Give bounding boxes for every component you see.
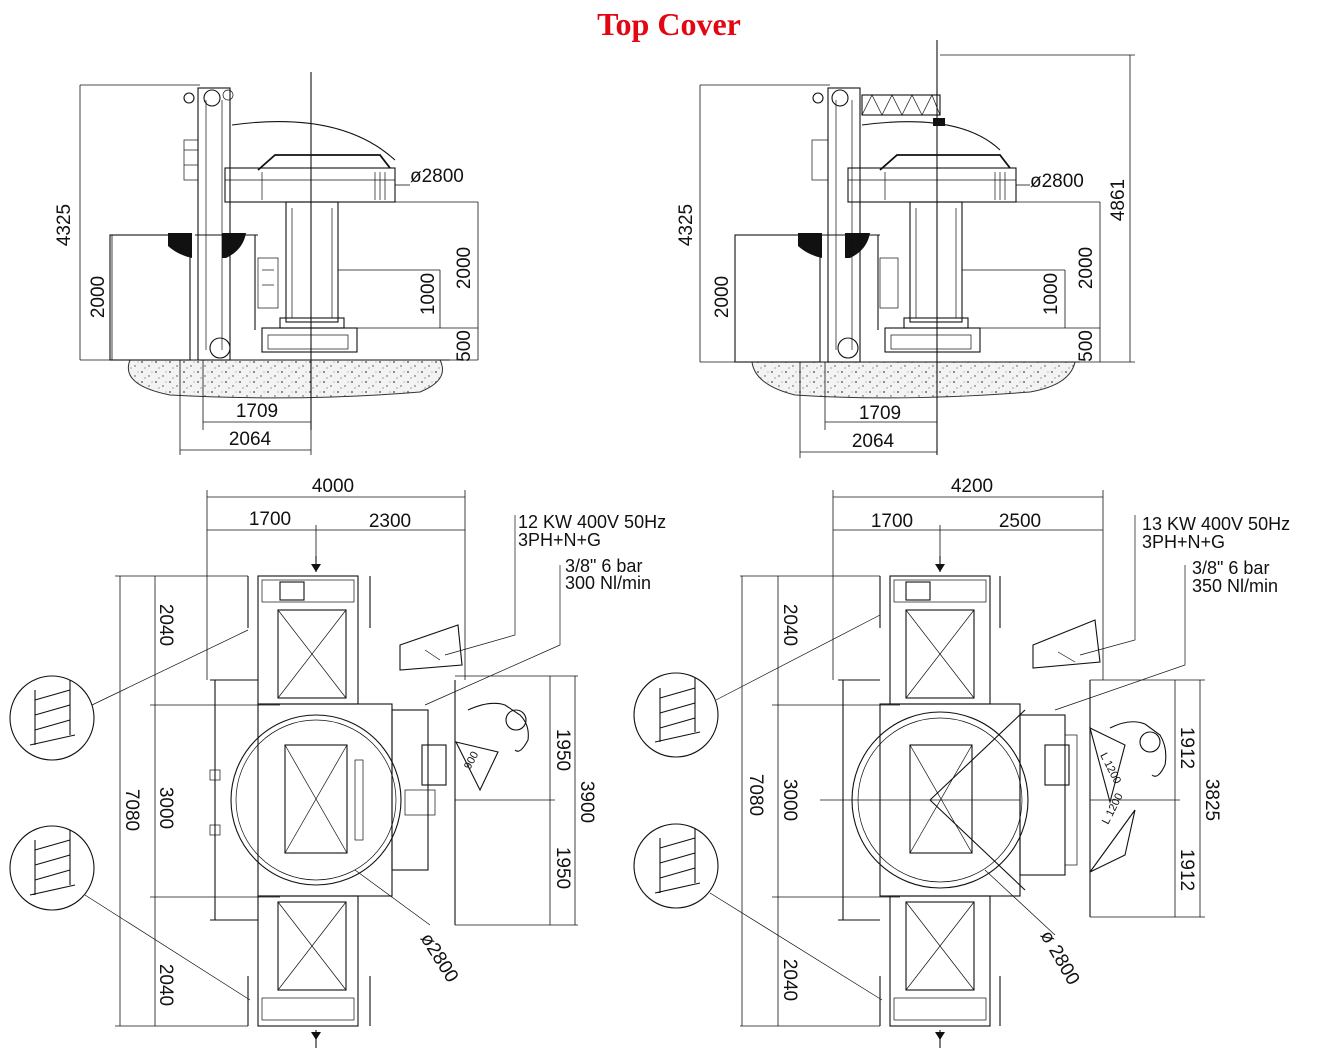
cover-arc: [861, 121, 1001, 151]
rack-detail-top: [633, 672, 719, 758]
diameter-label: ø2800: [410, 166, 464, 187]
diameter-label: ø2800: [1030, 171, 1084, 192]
len-mid-label: 3000: [779, 779, 800, 821]
air-spec-line1: 3/8" 6 bar: [1192, 558, 1269, 578]
air-spec-line2: 300 Nl/min: [565, 573, 651, 593]
top-cover: [257, 154, 391, 171]
power-spec-line1: 13 KW 400V 50Hz: [1142, 514, 1290, 534]
width-total-label: 4000: [312, 476, 354, 497]
height-column-label: 2000: [712, 276, 733, 318]
rack-detail-bottom: [633, 823, 719, 909]
height-column-label: 2000: [88, 276, 109, 318]
operator-icon: [467, 702, 529, 752]
len-total-label: 7080: [121, 789, 142, 831]
power-spec-line1: 12 KW 400V 50Hz: [518, 512, 666, 532]
width-a-label: 1700: [871, 511, 913, 532]
height-a-label: 2000: [1076, 247, 1097, 289]
height-b-label: 1000: [418, 273, 439, 315]
rack-detail-bottom: [9, 825, 95, 911]
side-top-label: 1912: [1176, 727, 1197, 769]
side-total-label: 3900: [576, 781, 597, 823]
height-c-label: 500: [454, 330, 475, 362]
door-width-label: 900: [462, 750, 481, 772]
height-max-label: 4861: [1108, 179, 1129, 221]
conveyor-top: [889, 575, 991, 705]
width-b-label: 2064: [229, 429, 272, 450]
page-title: Top Cover: [597, 6, 741, 42]
turntable-circle: [230, 714, 402, 886]
width-total-label: 4200: [951, 476, 993, 497]
central-station: [257, 703, 393, 897]
width-b-label: 2300: [369, 511, 411, 532]
door-swing: [454, 741, 499, 792]
rack-detail-top: [9, 675, 95, 761]
elevation-left: 4325 2000 ø2800 2000 1000 500 1709 2064: [54, 72, 479, 455]
height-total-label: 4325: [54, 204, 75, 246]
mast-column: [827, 87, 861, 363]
len-mid-label: 3000: [155, 787, 176, 829]
plan-right: 4200 1700 2500 13 KW 400V 50Hz 3PH+N+G 3…: [633, 476, 1290, 1048]
width-a-label: 1700: [249, 509, 291, 530]
door-swing-a: [1089, 726, 1126, 805]
truss-arm: [861, 94, 941, 116]
height-c-label: 500: [1076, 330, 1097, 362]
plan-left: 4000 1700 2300 12 KW 400V 50Hz 3PH+N+G 3…: [9, 476, 666, 1048]
conveyor-top: [257, 575, 359, 705]
len-bot-label: 2040: [155, 964, 176, 1006]
side-bot-label: 1912: [1176, 849, 1197, 891]
cover-arc: [231, 121, 396, 161]
top-cover: [847, 167, 1017, 203]
side-total-label: 3825: [1201, 779, 1222, 821]
side-top-label: 1950: [552, 729, 573, 771]
machine-housing: [109, 234, 191, 361]
conveyor-bottom: [257, 895, 359, 1027]
width-a-label: 1709: [859, 403, 901, 424]
width-b-label: 2064: [852, 431, 895, 452]
mast-column: [197, 87, 231, 361]
operator-icon: [1109, 721, 1167, 777]
height-a-label: 2000: [454, 247, 475, 289]
conveyor-bottom: [889, 895, 991, 1027]
diameter-label: ø2800: [416, 930, 462, 987]
len-bot-label: 2040: [779, 959, 800, 1001]
electrical-cabinet: [399, 624, 463, 671]
height-b-label: 1000: [1041, 273, 1062, 315]
side-bot-label: 1950: [552, 847, 573, 889]
power-spec-line2: 3PH+N+G: [518, 530, 601, 550]
diameter-label: ø 2800: [1036, 927, 1084, 989]
len-total-label: 7080: [745, 774, 766, 816]
door-width-b-label: L 1200: [1100, 791, 1126, 826]
electrical-cabinet: [1032, 619, 1101, 669]
power-spec-line2: 3PH+N+G: [1142, 532, 1225, 552]
door-swing-b: [1089, 809, 1136, 873]
width-a-label: 1709: [236, 401, 278, 422]
len-top-label: 2040: [779, 604, 800, 646]
width-b-label: 2500: [999, 511, 1041, 532]
air-spec-line1: 3/8" 6 bar: [565, 556, 642, 576]
central-column: [909, 201, 963, 323]
elevation-right: 4325 4861 2000 ø2800 2000 1000 500 1709 …: [676, 40, 1135, 458]
height-total-label: 4325: [676, 204, 697, 246]
air-spec-line2: 350 Nl/min: [1192, 576, 1278, 596]
len-top-label: 2040: [155, 604, 176, 646]
machine-housing: [734, 234, 821, 363]
central-column: [285, 201, 339, 323]
